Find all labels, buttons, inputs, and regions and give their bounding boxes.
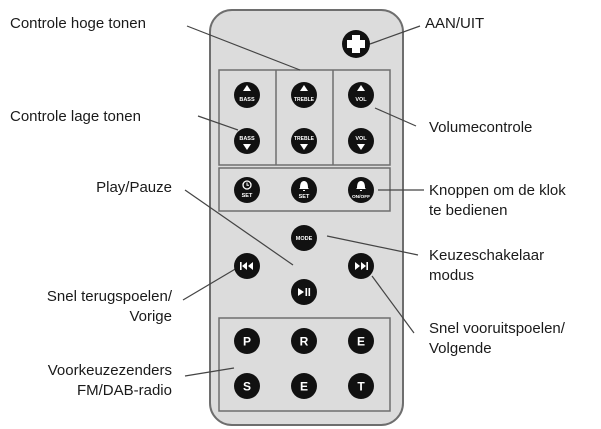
preset-label-4: S xyxy=(243,380,251,394)
power-button[interactable] xyxy=(342,30,370,58)
triangle-up-icon xyxy=(357,85,365,91)
mode-label: MODE xyxy=(296,236,313,242)
preset-button-4[interactable]: S xyxy=(234,373,260,399)
leader-aan-uit xyxy=(369,25,421,45)
leader-volumecontrole xyxy=(374,107,417,127)
prev-button[interactable] xyxy=(234,253,260,279)
label-modus-line2: modus xyxy=(429,267,475,284)
leader-controle-hoge-tonen xyxy=(186,25,301,71)
preset-label-6: T xyxy=(357,380,365,394)
preset-label-1: P xyxy=(243,335,251,349)
leader-lines xyxy=(182,25,424,377)
triangle-up-icon xyxy=(300,85,308,91)
remote-body xyxy=(209,9,404,426)
vol-up-label: VOL xyxy=(355,97,367,103)
skip-forward-icon xyxy=(355,262,368,270)
bass-down-label: BASS xyxy=(239,136,255,142)
label-presets-line2: FM/DAB-radio xyxy=(76,382,172,399)
label-klok-line2: te bedienen xyxy=(429,202,508,219)
preset-label-3: E xyxy=(357,335,365,349)
preset-button-3[interactable]: E xyxy=(348,328,374,354)
presets-panel xyxy=(218,317,391,412)
mode-button[interactable]: MODE xyxy=(291,225,317,251)
leader-terug xyxy=(182,267,238,301)
leader-presets xyxy=(184,367,235,377)
triangle-down-icon xyxy=(243,144,251,150)
preset-button-1[interactable]: P xyxy=(234,328,260,354)
label-volumecontrole: Volumecontrole xyxy=(429,119,533,136)
alarm-set-button[interactable]: SET xyxy=(291,177,317,203)
vol-down-button[interactable]: VOL xyxy=(348,128,374,154)
label-controle-hoge-tonen: Controle hoge tonen xyxy=(10,15,146,32)
label-play-pauze: Play/Pauze xyxy=(96,179,172,196)
treble-up-button[interactable]: TREBLE xyxy=(291,82,317,108)
preset-label-5: E xyxy=(300,380,308,394)
label-terug-line1: Snel terugspoelen/ xyxy=(46,288,172,305)
leader-play-pauze xyxy=(184,189,294,266)
leader-controle-lage-tonen xyxy=(197,115,239,131)
tone-volume-panel xyxy=(218,69,391,166)
triangle-up-icon xyxy=(243,85,251,91)
treble-up-label: TREBLE xyxy=(294,97,315,103)
triangle-down-icon xyxy=(300,144,308,150)
leader-vooruit xyxy=(371,275,415,334)
preset-button-2[interactable]: R xyxy=(291,328,317,354)
preset-label-2: R xyxy=(300,335,309,349)
label-modus-line1: Keuzeschakelaar xyxy=(429,247,545,264)
bass-down-button[interactable]: BASS xyxy=(234,128,260,154)
label-terug-line2: Vorige xyxy=(129,308,172,325)
leader-modus xyxy=(326,235,419,256)
alarm-set-label: SET xyxy=(299,194,310,200)
label-aan-uit: AAN/UIT xyxy=(425,15,485,32)
play-pause-button[interactable] xyxy=(291,279,317,305)
treble-down-button[interactable]: TREBLE xyxy=(291,128,317,154)
clock-icon xyxy=(242,180,252,190)
alarm-onoff-label: ON/OFF xyxy=(352,194,370,200)
bass-up-label: BASS xyxy=(239,97,255,103)
clock-set-label: SET xyxy=(242,193,253,199)
bass-up-button[interactable]: BASS xyxy=(234,82,260,108)
label-vooruit-line1: Snel vooruitspoelen/ xyxy=(429,320,565,337)
clock-set-button[interactable]: SET xyxy=(234,177,260,203)
plus-cross-icon xyxy=(347,35,365,53)
triangle-down-icon xyxy=(357,144,365,150)
label-vooruit-line2: Volgende xyxy=(429,340,492,357)
label-presets-line1: Voorkeuzezenders xyxy=(47,362,172,379)
preset-button-5[interactable]: E xyxy=(291,373,317,399)
treble-down-label: TREBLE xyxy=(294,136,315,142)
vol-down-label: VOL xyxy=(355,136,367,142)
label-klok-line1: Knoppen om de klok xyxy=(429,182,566,199)
alarm-onoff-button[interactable]: ON/OFF xyxy=(348,177,374,203)
vol-up-button[interactable]: VOL xyxy=(348,82,374,108)
bell-icon xyxy=(356,181,366,191)
play-pause-icon xyxy=(298,288,311,296)
skip-back-icon xyxy=(240,262,253,270)
label-controle-lage-tonen: Controle lage tonen xyxy=(10,108,141,125)
preset-button-6[interactable]: T xyxy=(348,373,374,399)
next-button[interactable] xyxy=(348,253,374,279)
bell-icon xyxy=(299,181,309,191)
